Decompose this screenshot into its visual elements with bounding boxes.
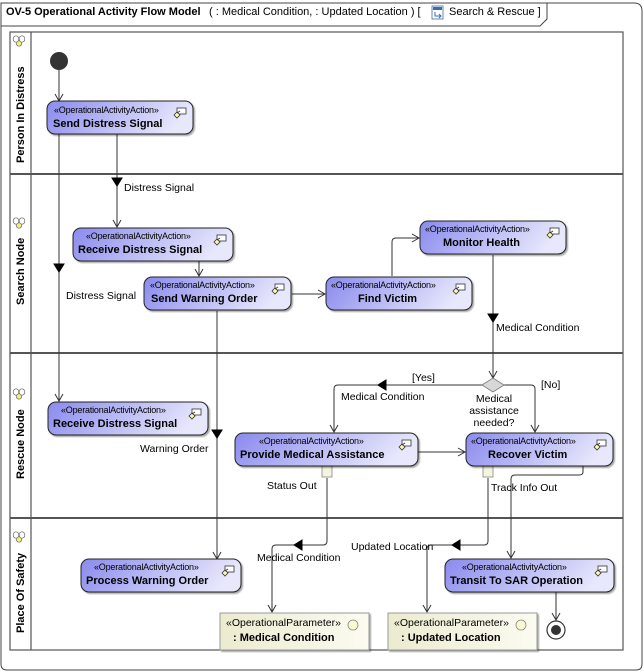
flow-label-medical-condition: Medical Condition [257,552,341,564]
action-transit-to-sar-operation[interactable]: «OperationalActivityAction» Transit To S… [444,558,615,593]
frame-title: OV-5 Operational Activity Flow Model ( :… [6,2,421,19]
action-find-victim[interactable]: «OperationalActivityAction» Find Victim [325,276,473,311]
stereotype-label: «OperationalActivityAction» [331,280,436,290]
stereotype-label: «OperationalParameter» [394,617,509,629]
action-name: Recover Victim [488,449,568,461]
action-receive-distress-signal-rescue[interactable]: «OperationalActivityAction» Receive Dist… [47,401,209,436]
output-pin-track-info-out[interactable] [482,465,494,478]
action-name: Provide Medical Assistance [240,449,385,461]
diagram-type: OV-5 Operational Activity Flow Model [6,6,201,18]
guard-yes: [Yes] [412,372,435,384]
activity-diagram-icon [431,5,444,20]
flow-recover-to-transit [510,466,584,558]
flow-label-medical-condition: Medical Condition [496,322,580,334]
initial-node[interactable] [50,52,68,70]
action-name: Monitor Health [443,237,520,249]
guard-no: [No] [541,379,560,391]
decision-question-line2: assistance [469,405,519,417]
stereotype-label: «OperationalActivityAction» [471,436,576,446]
frame-owner: Search & Rescue ] [449,6,541,18]
action-send-distress-signal[interactable]: «OperationalActivityAction» Send Distres… [46,100,194,135]
action-name: Find Victim [358,293,417,305]
parameter-name: : Medical Condition [233,632,335,644]
flow-label-medical-condition: Medical Condition [341,391,425,403]
action-provide-medical-assistance[interactable]: «OperationalActivityAction» Provide Medi… [234,432,419,467]
action-name: Transit To SAR Operation [450,575,583,587]
output-pin-status-out[interactable] [321,465,333,478]
action-name: Send Distress Signal [53,118,162,130]
parameter-name: : Updated Location [401,632,501,644]
action-name: Receive Distress Signal [78,244,202,256]
action-receive-distress-signal-search[interactable]: «OperationalActivityAction» Receive Dist… [72,227,234,262]
parameter-medical-condition[interactable]: «OperationalParameter» : Medical Conditi… [219,612,370,651]
frame-parameters: ( : Medical Condition, : Updated Locatio… [209,6,421,18]
flow-label-warning-order: Warning Order [140,443,209,455]
stereotype-label: «OperationalActivityAction» [54,105,159,115]
parameter-icon [347,619,359,631]
lane-label: Rescue Node [15,409,27,479]
stereotype-label: «OperationalActivityAction» [86,231,191,241]
stereotype-label: «OperationalActivityAction» [61,405,166,415]
stereotype-label: «OperationalActivityAction» [462,562,567,572]
action-name: Receive Distress Signal [53,418,177,430]
flow-yes-branch [333,384,482,432]
lane-search-node: Search Node [12,217,27,305]
stereotype-label: «OperationalActivityAction» [94,562,199,572]
lane-place-of-safety: Place Of Safety [12,531,27,633]
action-name: Process Warning Order [86,575,209,587]
flow-label-distress-signal: Distress Signal [66,290,136,302]
lane-person-in-distress: Person In Distress [12,35,27,163]
action-name: Send Warning Order [151,293,258,305]
stereotype-label: «OperationalParameter» [226,617,341,629]
flow-no-branch [504,384,536,432]
flow-find-to-monitor [391,237,419,276]
stereotype-label: «OperationalActivityAction» [259,436,364,446]
activity-final-node[interactable] [546,620,566,640]
lane-label: Person In Distress [15,66,27,163]
flow-label-status-out: Status Out [267,480,317,492]
decision-node[interactable] [481,377,505,393]
decision-question-line3: needed? [474,417,515,429]
lane-label: Search Node [15,238,27,305]
flow-label-updated-location: Updated Location [351,541,433,553]
stereotype-label: «OperationalActivityAction» [425,224,530,234]
lane-label: Place Of Safety [15,552,27,633]
action-process-warning-order[interactable]: «OperationalActivityAction» Process Warn… [80,558,242,593]
lane-rescue-node: Rescue Node [12,388,27,479]
control-flows [53,61,584,622]
flow-label-distress-signal: Distress Signal [124,182,194,194]
parameter-icon [515,619,527,631]
decision-question-line1: Medical [476,393,512,405]
flow-label-track-info-out: Track Info Out [491,482,557,494]
action-monitor-health[interactable]: «OperationalActivityAction» Monitor Heal… [419,220,567,255]
action-recover-victim[interactable]: «OperationalActivityAction» Recover Vict… [465,432,614,467]
stereotype-label: «OperationalActivityAction» [150,280,255,290]
parameter-updated-location[interactable]: «OperationalParameter» : Updated Locatio… [387,612,538,651]
action-send-warning-order[interactable]: «OperationalActivityAction» Send Warning… [143,276,292,311]
